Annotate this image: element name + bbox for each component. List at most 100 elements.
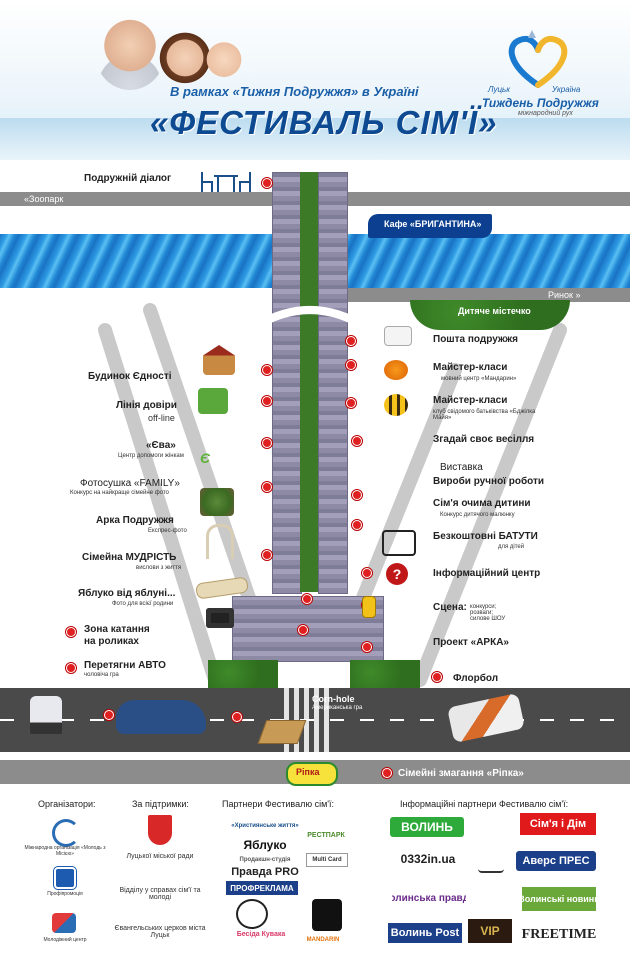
marker-roller[interactable] [66, 627, 76, 637]
station-wedding[interactable]: Згадай своє весілля [433, 434, 535, 445]
info-volyn-post: Волинь Post [388, 923, 462, 943]
station-wisdom[interactable]: Сімейна МУДРІСТЬ [82, 552, 177, 563]
station-trust-line[interactable]: Лінія довіри [116, 400, 177, 411]
info-simya-i-dim: Сім'я і Дім [520, 813, 596, 835]
organizers-title: Організатори: [38, 799, 96, 809]
road-market [330, 288, 630, 302]
station-stage[interactable]: Сцена: [433, 602, 467, 613]
market-label: Ринок » [548, 290, 581, 300]
info-church-logo-icon [478, 851, 504, 873]
station-arch[interactable]: Арка Подружжя [96, 515, 174, 526]
marker-info[interactable] [362, 568, 372, 578]
station-child-eyes-sub: Конкурс дитячого малюнку [440, 512, 515, 518]
partner-apple: Яблуко [243, 838, 287, 852]
station-eva[interactable]: «Єва» [146, 440, 176, 451]
partner-pravda-pro: Правда PRO [231, 866, 299, 878]
marker-mandarin[interactable] [346, 360, 356, 370]
envelope-icon [384, 326, 412, 346]
station-wisdom-sub: вислови з життя [136, 565, 182, 571]
marker-apple[interactable] [298, 625, 308, 635]
support-1: Луцької міської ради [126, 853, 194, 860]
station-car-pull[interactable]: Перетягни АВТО [84, 660, 166, 671]
marker-cornhole[interactable] [232, 712, 242, 722]
marker-car-pull[interactable] [66, 663, 76, 673]
station-master-class-2[interactable]: Майстер-класи [433, 395, 508, 406]
logo-city: Луцьк [488, 85, 511, 94]
path-right [318, 172, 348, 594]
marker-arch[interactable] [262, 550, 272, 560]
info-partners-title: Інформаційні партнери Фестивалю сім'ї: [400, 799, 569, 809]
marker-car[interactable] [104, 710, 114, 720]
cafe-label: Кафе «БРИГАНТИНА» [384, 219, 482, 229]
header-wave [0, 118, 630, 160]
marker-ripka[interactable] [382, 768, 392, 778]
partner-production-studio: Продакшн-студія [239, 857, 291, 863]
table-chairs-icon [201, 172, 251, 192]
info-avers: Аверс ПРЕС [516, 851, 596, 871]
marker-eva[interactable] [262, 438, 272, 448]
station-exhibition[interactable]: Виставка [440, 462, 483, 473]
car-icon [116, 700, 206, 734]
marker-exhibition[interactable] [352, 490, 362, 500]
station-post[interactable]: Пошта подружжя [433, 334, 518, 345]
bee-icon [384, 394, 408, 416]
support-3: Євангельських церков міста Луцьк [114, 925, 206, 939]
marker-dialog[interactable] [262, 178, 272, 188]
station-dialog[interactable]: Подружній діалог [84, 173, 172, 184]
marker-family-photo[interactable] [262, 482, 272, 492]
marker-wisdom[interactable] [302, 594, 312, 604]
station-family-photo-sub: Конкурс на найкраще сімейне фото [70, 490, 169, 496]
station-exhibition-sub: Вироби ручної роботи [433, 476, 545, 487]
station-child-eyes[interactable]: Сім'я очима дитини [433, 498, 531, 509]
support-2: Відділу у справах сім'ї та молоді [119, 887, 201, 901]
stage-icon [362, 596, 376, 618]
marker-post[interactable] [346, 336, 356, 346]
ripka-badge [286, 762, 338, 786]
mission-logo-icon [52, 819, 80, 847]
marker-child-eyes[interactable] [352, 520, 362, 530]
path-green-strip [300, 172, 318, 592]
festival-map: «Зоопарк Кафе «БРИГАНТИНА» Ринок » Дитяч… [0, 160, 630, 795]
info-0332: 0332in.ua [400, 852, 456, 866]
path-left [272, 172, 302, 594]
station-eva-sub: Центр допомоги жінкам [118, 453, 184, 459]
station-stage-sub: конкурси; розваги; силове ШОУ [470, 604, 506, 622]
partner-restpark: РЕСТПАРК [307, 831, 345, 839]
partner-christian-life: «Християнське життя» [231, 823, 299, 829]
marker-unity-house[interactable] [262, 365, 272, 375]
station-trust-line-sub: off-line [148, 413, 175, 423]
station-unity-house[interactable]: Будинок Єдності [88, 371, 172, 382]
station-ripka[interactable]: Сімейні змагання «Ріпка» [398, 768, 524, 779]
camera-icon [206, 608, 234, 628]
marker-bee[interactable] [346, 398, 356, 408]
family-photo-child [200, 38, 248, 86]
station-trampolines[interactable]: Безкоштовні БАТУТИ [433, 531, 538, 542]
mandarin-icon [384, 360, 408, 380]
question-icon: ? [386, 563, 408, 585]
marker-wedding[interactable] [352, 436, 362, 446]
station-apple[interactable]: Яблуко від яблуні... [78, 588, 176, 599]
plaza-grass-right [350, 660, 420, 690]
cafe-sign [368, 214, 492, 238]
station-arka-project[interactable]: Проект «АРКА» [433, 637, 509, 648]
partners-section: Організатори: Міжнародна організація «Мо… [0, 795, 630, 960]
ripka-badge-label: Ріпка [296, 767, 320, 777]
marker-arka[interactable] [362, 642, 372, 652]
family-photo [95, 16, 165, 90]
station-roller-zone[interactable]: Зона катання [84, 624, 150, 635]
organizer-3: Молодіжний центр [43, 937, 87, 943]
station-info[interactable]: Інформаційний центр [433, 568, 541, 579]
station-master-class-1-sub: мовний центр «Мандарин» [441, 376, 517, 382]
station-family-photo[interactable]: Фотосушка «FAMILY» [80, 478, 180, 489]
plaza-grass-left [208, 660, 278, 690]
station-floorball[interactable]: Флорбол [453, 673, 499, 684]
kids-town-label: Дитяче містечко [458, 306, 531, 316]
trampoline-icon [382, 530, 416, 556]
marker-trust-line[interactable] [262, 396, 272, 406]
organizer-2: Профіпромоція [47, 891, 83, 897]
festival-partners-title: Партнери Фестивалю сім'ї: [222, 799, 335, 809]
station-master-class-1[interactable]: Майстер-класи [433, 362, 508, 373]
arch-icon [206, 524, 234, 559]
lutsk-coat-of-arms-icon [148, 815, 172, 845]
marker-floorball[interactable] [432, 672, 442, 682]
